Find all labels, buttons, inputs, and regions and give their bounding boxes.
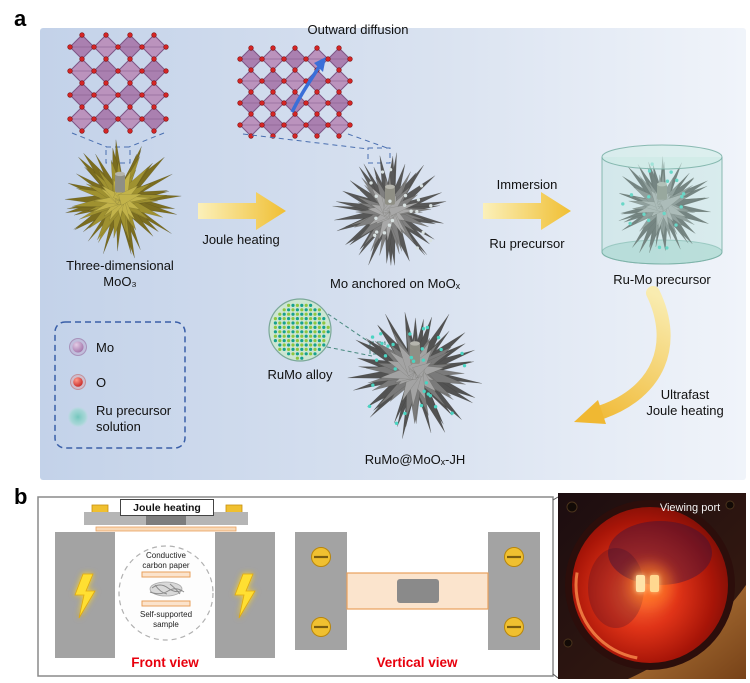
immersion-arrow [483,192,571,230]
ru-precursor-icon [68,407,88,427]
viewing-port-photo [558,493,746,679]
panel-a-label: a [14,6,27,31]
moox-crystal-structure [237,45,353,139]
box-photo-connector-top [552,496,559,501]
flange-screw-icon [725,500,735,510]
vertical-view-diagram [295,532,540,650]
panel-b-label: b [14,484,28,509]
carbon-strip-top [95,526,237,532]
ru-mo-precursor-label: Ru-Mo precursor [613,272,711,287]
sample-chip [397,579,439,603]
moo3-flower-label: Three-dimensional MoO₃ [66,258,174,290]
immersion-label: Immersion [496,177,558,192]
lightning-bolt-left-icon [74,573,96,619]
carbon-paper-strip-lower [141,600,191,607]
legend-ru-label: Ru precursor solution [96,403,172,435]
self-supported-sample-label: Self-supported sample [139,610,193,629]
flange-screw-icon [566,501,578,513]
vertical-view-label: Vertical view [376,655,458,670]
glowing-sample-right [650,575,659,592]
legend-mo-label: Mo [96,340,115,355]
front-view-diagram [55,504,275,658]
rumo-product-flower-illustration [347,312,483,439]
moo3-flower-illustration [64,139,182,259]
mo-atom-core-icon [72,341,84,353]
front-view-label: Front view [131,655,199,670]
zoom-connector-lines [71,132,165,164]
ru-precursor-arrow-label: Ru precursor [489,236,565,251]
carbon-paper-label: Conductive carbon paper [142,551,190,570]
carbon-paper-illustration [149,581,185,597]
ultrafast-joule-heating-label: Ultrafast Joule heating [646,387,724,419]
outward-diffusion-label: Outward diffusion [307,22,409,37]
ru-mo-precursor-beaker [601,144,723,265]
joule-heating-arrow-label: Joule heating [202,232,280,247]
rumo-alloy-zoom-circle [268,298,332,362]
box-photo-connector-bottom [552,673,559,679]
flange-screw-icon [563,638,573,648]
product-label: RuMo@MoOₓ-JH [364,452,466,467]
outward-diffusion-arrow [290,57,326,113]
ultrafast-joule-heating-arrow [574,286,671,424]
rumo-alloy-label: RuMo alloy [267,367,333,382]
legend-box [54,321,186,449]
screw-icons [311,547,524,637]
legend-o-label: O [96,375,107,390]
mo-anchored-flower-illustration [332,152,447,266]
lightning-bolt-right-icon [234,573,256,619]
glowing-sample-left [636,575,645,592]
joule-heating-arrow [198,192,286,230]
o-atom-core-icon [73,377,83,387]
zoom-connector-lines-2 [242,133,391,164]
joule-heating-box-label: Joule heating [120,499,214,516]
viewing-port-label: Viewing port [659,502,721,514]
moo3-crystal-structure [67,32,169,134]
immersed-flower-illustration [618,156,711,254]
carbon-paper-strip-upper [141,571,191,578]
mo-anchored-label: Mo anchored on MoOₓ [330,276,460,291]
